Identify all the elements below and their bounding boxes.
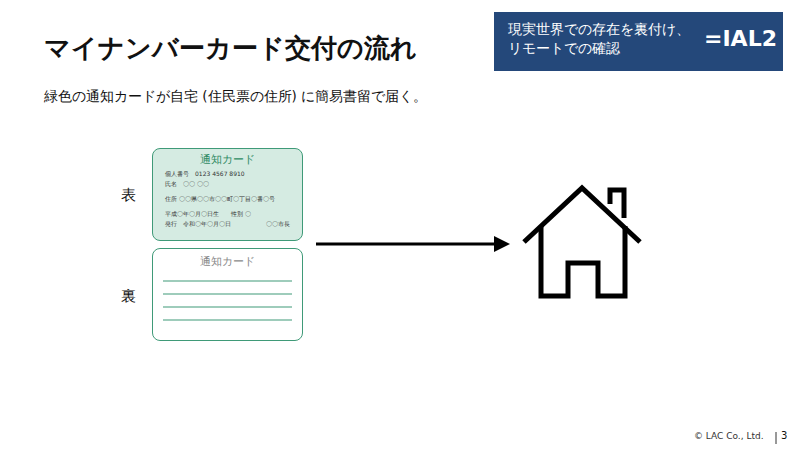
house-icon — [524, 188, 640, 296]
card-name: 氏名 〇〇 〇〇 — [165, 180, 209, 189]
front-card: 通知カード個人番号 0123 4567 8910氏名 〇〇 〇〇住所 〇〇県〇〇… — [152, 148, 303, 241]
card-number: 個人番号 0123 4567 8910 — [165, 170, 245, 179]
card-heading: 通知カード — [153, 153, 302, 167]
back-card-lines — [163, 281, 292, 320]
card-mayor: 〇〇市長 — [266, 220, 290, 229]
card-birth: 平成〇年〇月〇日生 性別 〇 — [165, 210, 251, 219]
delivery-arrow — [316, 236, 510, 252]
slide-title: マイナンバーカード交付の流れ — [44, 31, 417, 66]
page-number: 3 — [781, 430, 787, 441]
card-issued: 発行 令和〇年〇月〇日 — [165, 220, 231, 229]
front-label: 表 — [121, 186, 136, 205]
card-address: 住所 〇〇県〇〇市〇〇町〇丁目〇番〇号 — [165, 195, 275, 204]
ial-level: =IAL2 — [704, 26, 777, 51]
back-label: 裏 — [121, 287, 136, 306]
ial-box: 現実世界での存在を裏付け、リモートでの確認=IAL2 — [494, 12, 783, 71]
footer-separator — [776, 432, 777, 444]
ial-description: 現実世界での存在を裏付け、リモートでの確認 — [508, 20, 698, 58]
back-card: 通知カード — [152, 248, 303, 341]
card-heading: 通知カード — [153, 255, 302, 269]
subtitle: 緑色の通知カードが自宅 (住民票の住所) に簡易書留で届く。 — [44, 88, 427, 106]
copyright: © LAC Co., Ltd. — [694, 431, 764, 441]
